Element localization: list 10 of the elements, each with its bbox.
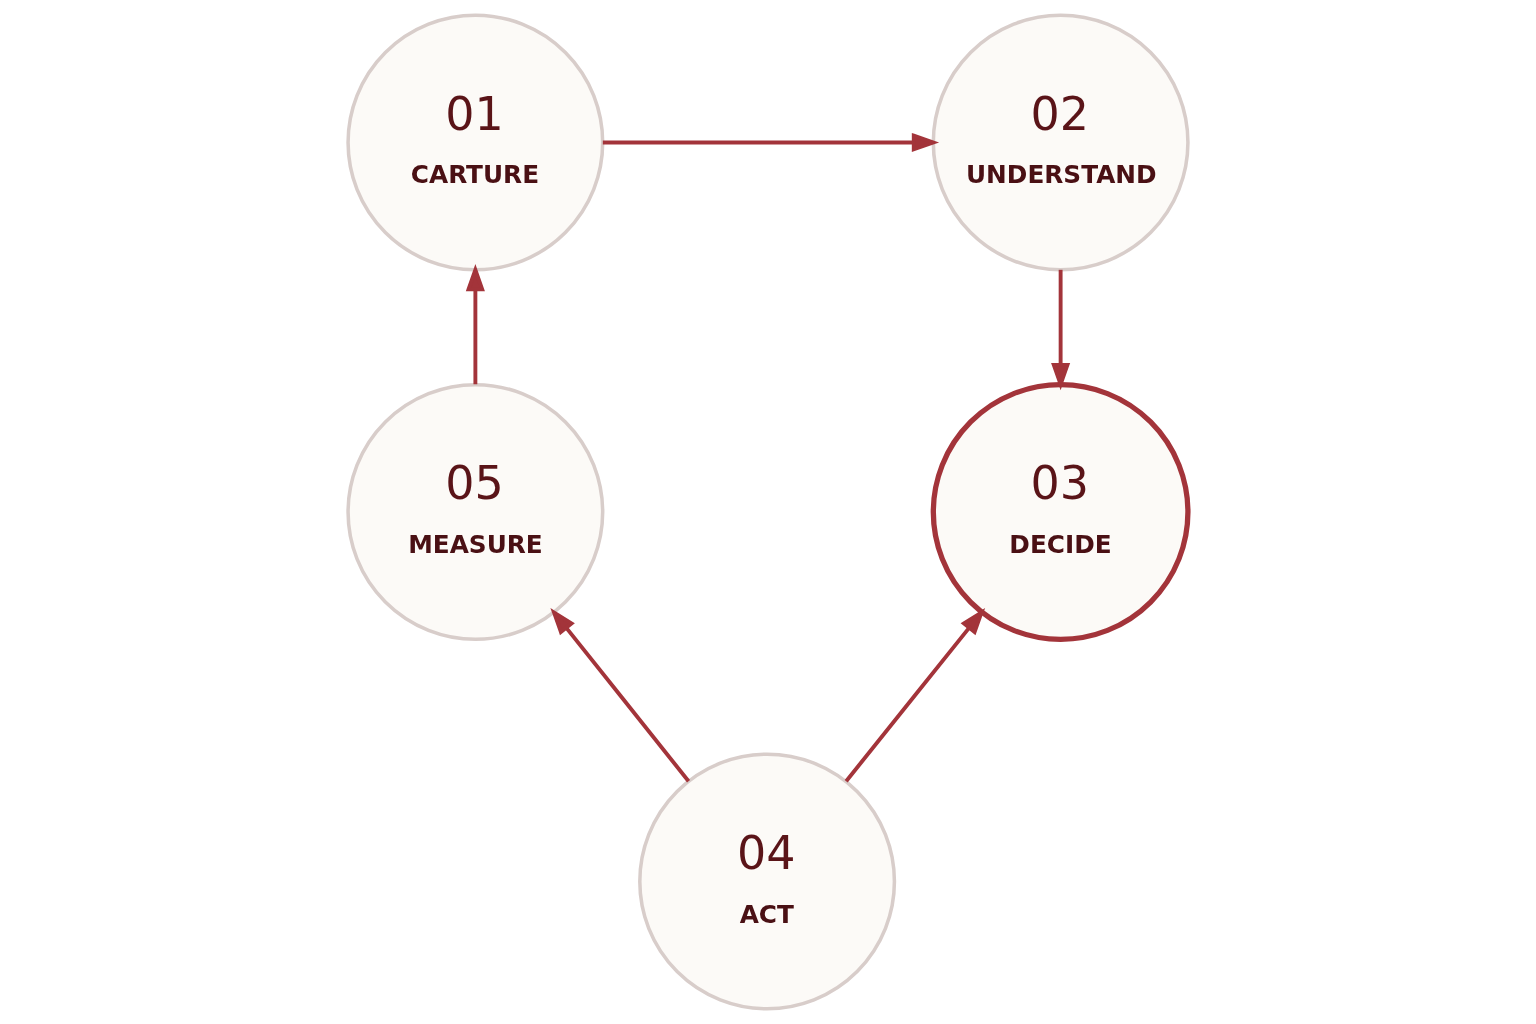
arrow xyxy=(550,607,691,783)
node-circle: 01 CARTURE xyxy=(346,13,605,272)
node-circle: 05 MEASURE xyxy=(346,382,605,642)
node-circle: 02 UNDERSTAND xyxy=(931,13,1190,272)
arrow xyxy=(844,607,986,783)
arrow xyxy=(602,132,940,152)
node-circle: 03 DECIDE xyxy=(930,382,1191,642)
node-circle: 04 ACT xyxy=(638,752,897,1011)
arrow xyxy=(1051,269,1071,391)
arrow xyxy=(465,263,485,385)
